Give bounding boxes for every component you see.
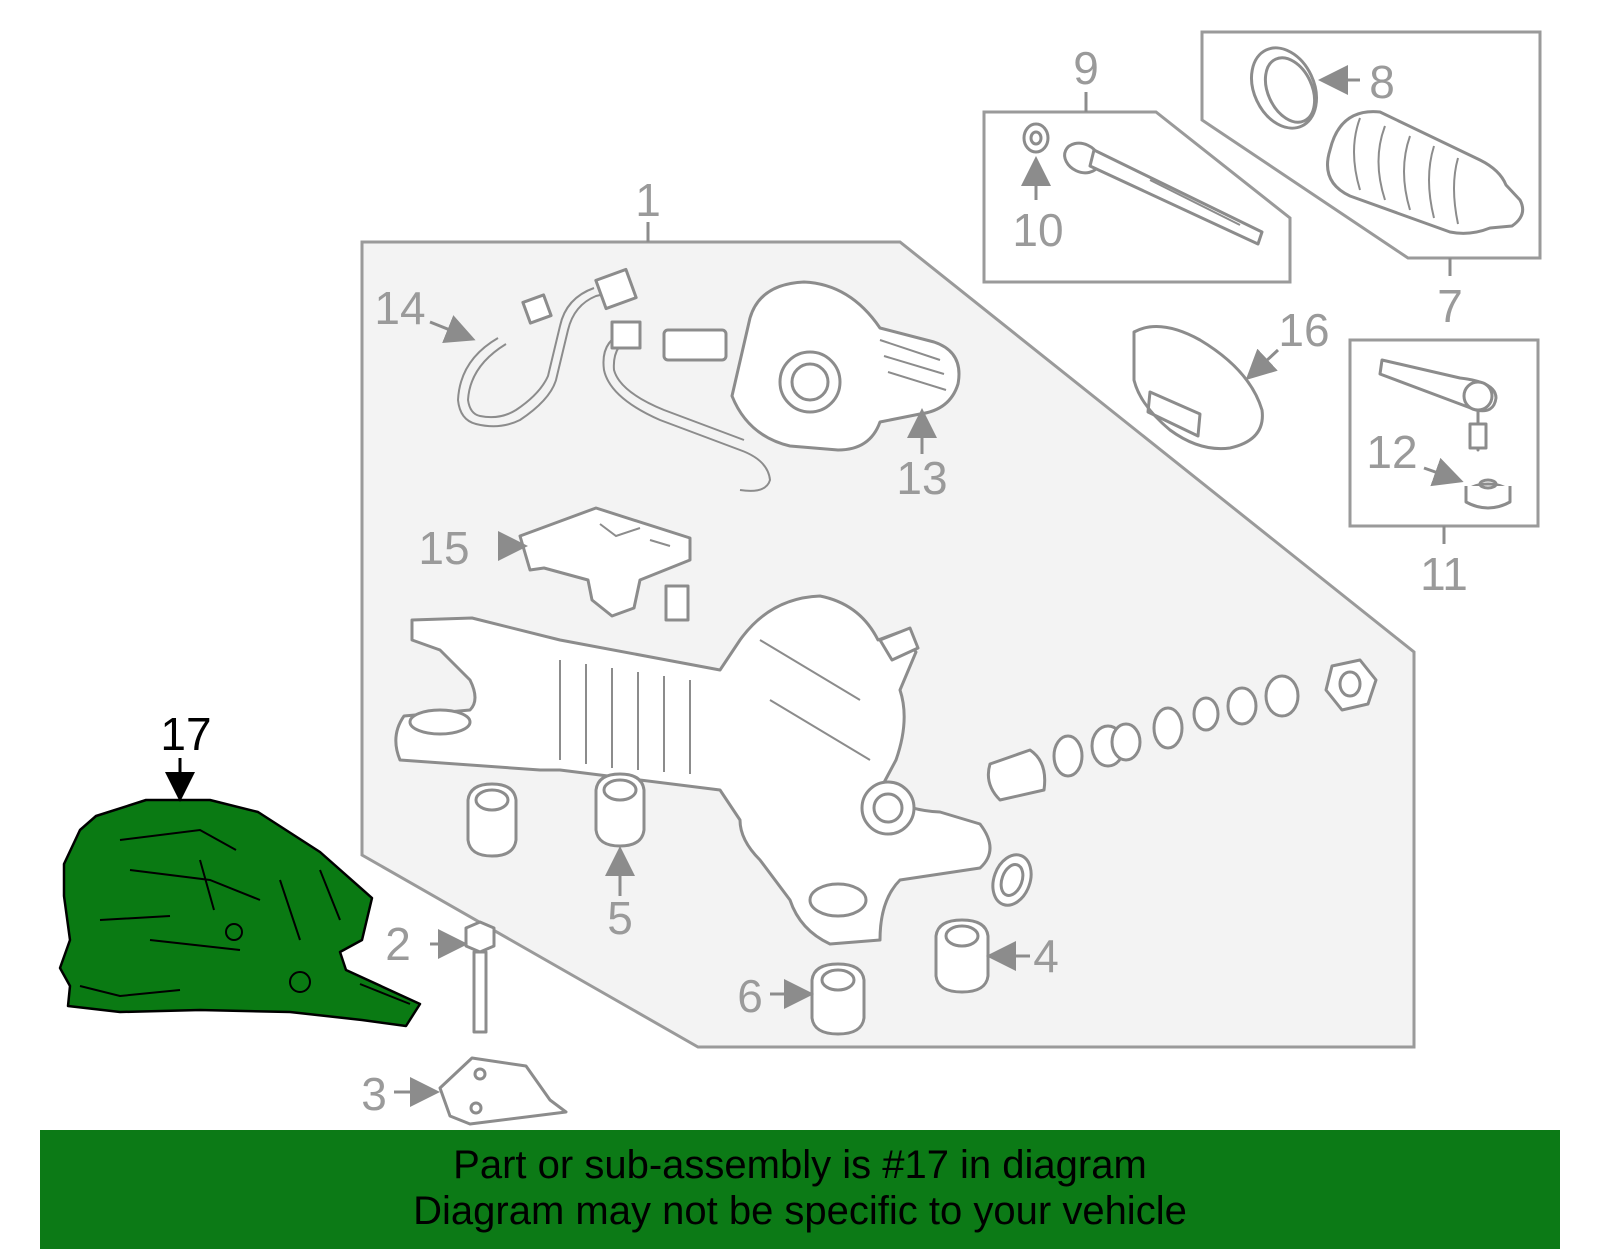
callout-6: 6 bbox=[737, 970, 763, 1022]
callout-8: 8 bbox=[1369, 56, 1395, 108]
bushing-part-4 bbox=[934, 918, 1030, 994]
callout-13: 13 bbox=[896, 452, 947, 504]
callout-4: 4 bbox=[1033, 930, 1059, 982]
footer-line-2: Diagram may not be specific to your vehi… bbox=[413, 1189, 1187, 1233]
callout-17: 17 bbox=[160, 708, 211, 760]
callout-14: 14 bbox=[374, 282, 425, 334]
tie-rod-end-part-11 bbox=[1378, 358, 1498, 452]
callout-15: 15 bbox=[418, 522, 469, 574]
seal-ring bbox=[991, 853, 1033, 907]
callout-5: 5 bbox=[607, 892, 633, 944]
boot-part-7 bbox=[1326, 110, 1525, 235]
nut-part-12 bbox=[1423, 457, 1512, 510]
tie-rod-part-9 bbox=[1063, 141, 1264, 246]
callout-3: 3 bbox=[361, 1068, 387, 1120]
bushing-part-6 bbox=[770, 962, 866, 1036]
parts-diagram: 1 2 3 4 5 6 7 8 9 10 11 12 13 14 15 16 1… bbox=[58, 30, 1542, 1126]
callout-11: 11 bbox=[1420, 548, 1468, 600]
bolt-part-2 bbox=[430, 920, 496, 1034]
heat-shield-part-17 bbox=[58, 758, 422, 1028]
bracket-part-3 bbox=[394, 1056, 568, 1126]
footer-banner: Part or sub-assembly is #17 in diagram D… bbox=[40, 1130, 1560, 1249]
callout-2: 2 bbox=[385, 918, 411, 970]
bracket-part-15 bbox=[498, 506, 692, 622]
group-box-11 bbox=[1348, 338, 1540, 544]
bushing-part-5 bbox=[594, 772, 646, 896]
washer-part-10 bbox=[1021, 122, 1051, 200]
group-box-9 bbox=[982, 92, 1292, 284]
callout-12: 12 bbox=[1366, 426, 1417, 478]
bushing-unlabeled bbox=[466, 782, 518, 858]
callout-1: 1 bbox=[635, 174, 661, 226]
clamp-part-8 bbox=[1250, 46, 1360, 130]
wiring-harness-part-14 bbox=[429, 267, 772, 492]
footer-line-1: Part or sub-assembly is #17 in diagram bbox=[453, 1143, 1147, 1187]
group-box-7 bbox=[1200, 30, 1542, 276]
callout-7: 7 bbox=[1437, 280, 1463, 332]
callout-10: 10 bbox=[1012, 204, 1063, 256]
steering-rack-housing bbox=[394, 594, 992, 946]
grommet-part-16 bbox=[1132, 325, 1280, 451]
seal-kit-parts bbox=[986, 658, 1378, 802]
callout-16: 16 bbox=[1278, 304, 1329, 356]
motor-unit-part-13 bbox=[730, 280, 961, 454]
callout-9: 9 bbox=[1073, 42, 1099, 94]
